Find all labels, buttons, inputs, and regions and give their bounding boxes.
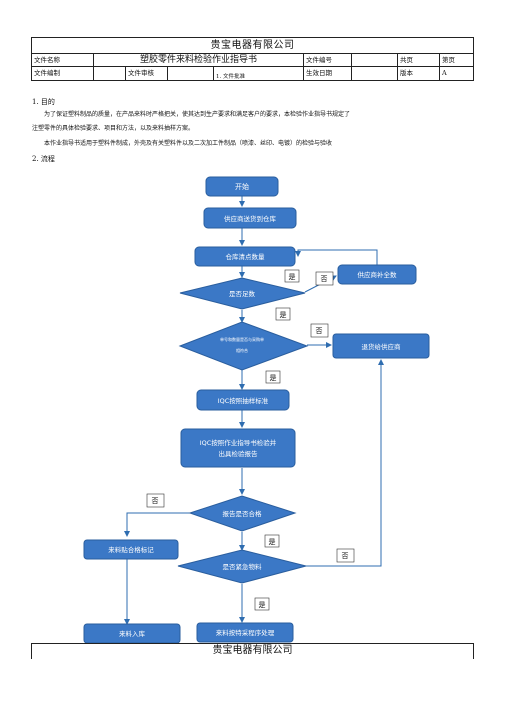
no-label-2: 否 <box>310 323 329 338</box>
approved-prefix: 1. <box>216 74 222 80</box>
yes-label-3: 是 <box>265 370 281 384</box>
yes-label-1: 是 <box>284 269 300 283</box>
svg-text:仓库清点数量: 仓库清点数量 <box>226 252 266 261</box>
label-pass-node: 来料贴合格标记 <box>83 539 179 560</box>
svg-text:供应商送货到仓库: 供应商送货到仓库 <box>224 214 277 223</box>
approved-text: 文件批准 <box>223 74 246 80</box>
svg-text:开始: 开始 <box>235 182 249 191</box>
svg-text:否: 否 <box>321 275 328 283</box>
svg-text:是: 是 <box>280 311 287 319</box>
reviewed-value <box>168 67 214 81</box>
svg-text:供应商补全数: 供应商补全数 <box>358 270 398 279</box>
doc-title: 塑胶零件来料检验作业指导书 <box>94 54 304 67</box>
svg-text:出具检验报告: 出具检验报告 <box>219 449 259 458</box>
iqc-inspect-node: IQC按照作业指导书检验并 出具检验报告 <box>180 428 296 468</box>
no-label-1: 否 <box>315 271 334 286</box>
no-label-4: 否 <box>336 548 355 563</box>
report-pass-decision: 报告是否合格 <box>188 495 297 532</box>
svg-text:IQC按照作业指导书检验并: IQC按照作业指导书检验并 <box>200 438 277 447</box>
svg-text:否: 否 <box>152 497 159 505</box>
section-purpose-heading: 1. 目的 <box>32 98 55 106</box>
purpose-line-3: 本作业指导书适用于塑料件制成，外壳及有关塑料件以及二次加工件制品（喷漆、丝印、电… <box>44 140 333 147</box>
section-process-heading: 2. 流程 <box>32 155 55 163</box>
doc-check-decision: 单号和数量是否与采购单 相符合 <box>178 321 309 371</box>
svg-text:是: 是 <box>259 601 266 609</box>
yes-label-4: 是 <box>264 534 280 548</box>
effective-date-label: 生效日期 <box>304 67 352 81</box>
store-node: 来料入库 <box>83 623 181 644</box>
iqc-sampling-node: IQC按照抽样标准 <box>196 389 290 411</box>
version-label: 版本 <box>398 67 440 81</box>
document-header-table: 贵宝电器有限公司 文件名称 塑胶零件来料检验作业指导书 文件编号 共页 第页 文… <box>31 37 474 81</box>
svg-text:是: 是 <box>289 273 296 281</box>
yes-label-2: 是 <box>275 307 291 321</box>
svg-text:否: 否 <box>316 327 323 335</box>
version-value: A <box>442 69 447 77</box>
svg-text:IQC按照抽样标准: IQC按照抽样标准 <box>218 396 269 405</box>
special-process-node: 来料按特采程序处理 <box>196 622 294 643</box>
svg-text:来料按特采程序处理: 来料按特采程序处理 <box>216 628 275 637</box>
svg-text:是: 是 <box>269 538 276 546</box>
warehouse-count-node: 仓库清点数量 <box>194 246 296 267</box>
svg-text:报告是否合格: 报告是否合格 <box>223 509 263 518</box>
svg-text:来料贴合格标记: 来料贴合格标记 <box>108 545 154 554</box>
svg-text:是否紧急物料: 是否紧急物料 <box>223 562 263 571</box>
svg-text:是否足数: 是否足数 <box>229 289 256 298</box>
footer-company-name: 贵宝电器有限公司 <box>31 643 474 659</box>
doc-no-value <box>352 54 398 67</box>
prepared-label: 文件编制 <box>32 67 94 81</box>
urgent-material-decision: 是否紧急物料 <box>177 549 307 584</box>
return-supplier-node: 退货给供应商 <box>332 333 430 359</box>
reviewed-label: 文件审核 <box>126 67 168 81</box>
doc-no-label: 文件编号 <box>304 54 352 67</box>
doc-name-label: 文件名称 <box>32 54 94 67</box>
supplier-replenish-node: 供应商补全数 <box>337 264 417 285</box>
yes-label-5: 是 <box>254 597 270 611</box>
svg-text:来料入库: 来料入库 <box>119 629 146 638</box>
prepared-value <box>94 67 126 81</box>
svg-text:相符合: 相符合 <box>236 347 248 353</box>
purpose-line-1: 为了保证塑料制品的质量，在产品来料时严格把关，使其达到生产要求和满足客户的要求，… <box>44 111 351 118</box>
svg-text:否: 否 <box>342 552 349 560</box>
approved-label: 1. 文件批准 <box>214 67 304 81</box>
page-no-label: 第页 <box>440 54 474 67</box>
svg-text:单号和数量是否与采购单: 单号和数量是否与采购单 <box>220 336 264 342</box>
total-pages-label: 共页 <box>398 54 440 67</box>
svg-text:是: 是 <box>270 374 277 382</box>
no-label-3: 否 <box>146 493 165 508</box>
supplier-delivery-node: 供应商送货到仓库 <box>203 207 297 229</box>
effective-date-value <box>352 67 398 81</box>
quantity-check-decision: 是否足数 <box>179 277 306 310</box>
purpose-line-2: 注塑零件的具体检验要求、项目和方法，以及来料抽样方案。 <box>32 125 195 132</box>
svg-text:退货给供应商: 退货给供应商 <box>362 342 402 351</box>
company-name: 贵宝电器有限公司 <box>32 38 473 54</box>
start-node: 开始 <box>205 176 279 197</box>
